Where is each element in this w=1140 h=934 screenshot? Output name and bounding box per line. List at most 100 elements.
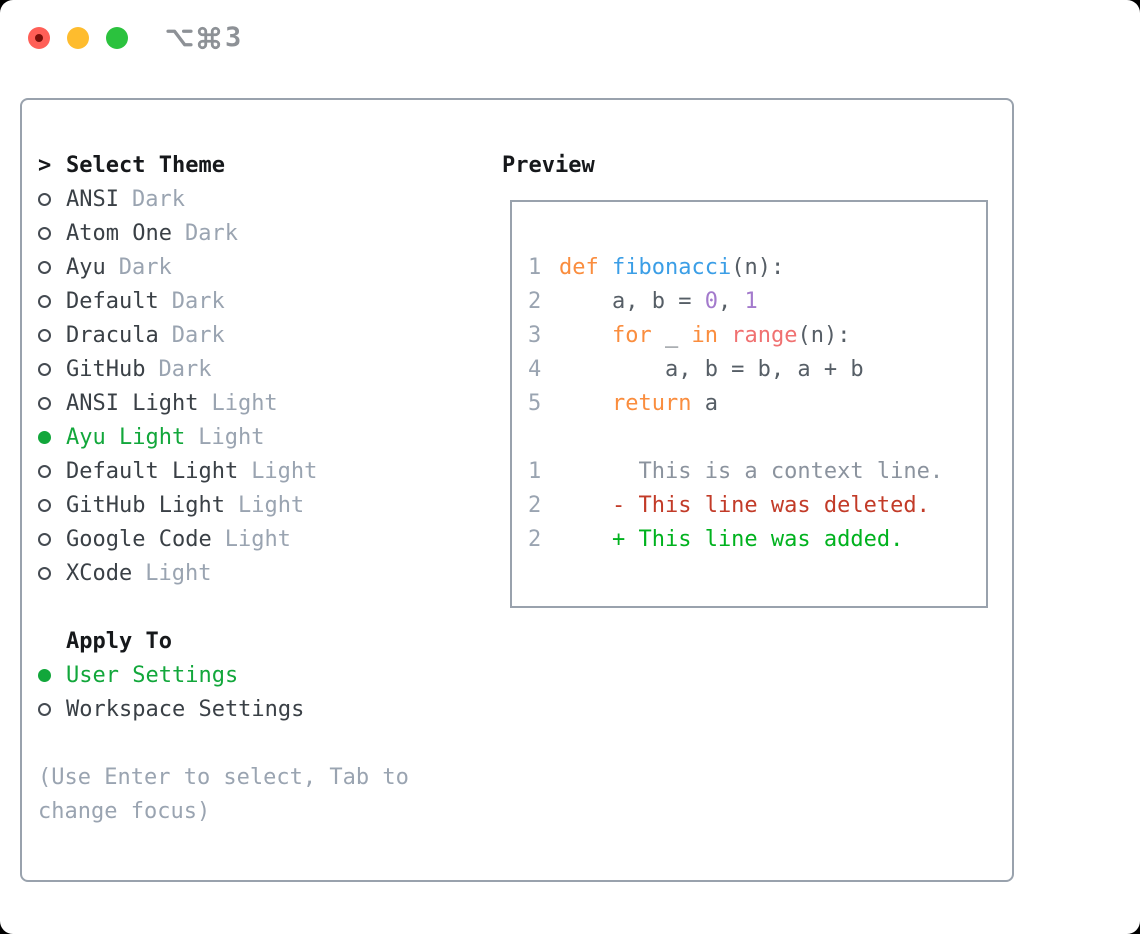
theme-option-default-light[interactable]: Default Light Light xyxy=(38,454,483,488)
theme-option-github-light[interactable]: GitHub Light Light xyxy=(38,488,483,522)
code-segment: a xyxy=(691,390,718,416)
radio-icon xyxy=(38,702,51,716)
theme-name: Google Code xyxy=(66,526,212,552)
radio-icon xyxy=(38,226,51,240)
theme-variant-badge: Light xyxy=(224,526,291,552)
theme-variant-badge: Dark xyxy=(158,356,212,382)
theme-name: ANSI xyxy=(66,186,119,212)
theme-option-default[interactable]: Default Dark xyxy=(38,284,483,318)
code-segment xyxy=(718,323,731,348)
code-segment: (n): xyxy=(797,322,851,348)
theme-name: Default Light xyxy=(66,458,239,484)
line-number: 2 xyxy=(528,526,542,552)
theme-name: Ayu xyxy=(66,254,106,280)
theme-option-atom-one[interactable]: Atom One Dark xyxy=(38,216,483,250)
line-number: 5 xyxy=(528,390,542,416)
apply-option-workspace-settings[interactable]: Workspace Settings xyxy=(38,692,483,726)
line-number: 2 xyxy=(528,288,542,314)
line-number: 3 xyxy=(528,322,542,348)
code-segment: - This line was deleted. xyxy=(559,492,930,518)
apply-to-header: Apply To xyxy=(38,624,483,658)
theme-variant-badge: Light xyxy=(145,560,212,586)
code-line: 2 a, b = 0, 1 xyxy=(528,284,986,318)
apply-option-user-settings[interactable]: User Settings xyxy=(38,658,483,692)
code-segment: _ xyxy=(651,322,692,348)
code-segment: range xyxy=(731,322,798,348)
select-theme-title: Select Theme xyxy=(66,152,225,178)
code-line: 3 for _ in range(n): xyxy=(528,318,986,352)
window-shortcut-label: 3 xyxy=(166,23,241,53)
code-segment: (n): xyxy=(731,254,785,280)
code-segment: a, b = b, a + b xyxy=(559,356,864,382)
code-segment: This is a context line. xyxy=(559,458,944,484)
theme-name: Default xyxy=(66,288,159,314)
theme-variant-badge: Light xyxy=(237,492,305,518)
theme-variant-badge: Light xyxy=(251,458,318,484)
hint-text-line-2: change focus) xyxy=(38,798,211,824)
radio-selected-icon xyxy=(38,430,51,444)
code-line: 1 This is a context line. xyxy=(528,454,986,488)
apply-to-title: Apply To xyxy=(66,628,172,654)
code-segment: 0 xyxy=(704,288,718,314)
line-number: 4 xyxy=(528,356,542,382)
code-line xyxy=(528,420,986,454)
code-segment: 1 xyxy=(744,288,758,314)
apply-option-label: Workspace Settings xyxy=(66,696,305,722)
code-line: 4 a, b = b, a + b xyxy=(528,352,986,386)
radio-icon xyxy=(38,498,51,512)
radio-icon xyxy=(38,464,51,478)
theme-variant-badge: Dark xyxy=(171,288,225,314)
radio-icon xyxy=(38,396,51,410)
code-line: 2 - This line was deleted. xyxy=(528,488,986,522)
code-segment: , xyxy=(717,288,745,314)
theme-variant-badge: Dark xyxy=(118,254,172,280)
line-number: 1 xyxy=(528,254,542,280)
theme-name: GitHub Light xyxy=(66,492,225,518)
command-key-icon xyxy=(197,26,221,50)
theme-variant-badge: Dark xyxy=(184,220,238,246)
prompt-caret: > xyxy=(38,152,52,178)
shortcut-number: 3 xyxy=(225,22,242,53)
theme-name: GitHub xyxy=(66,356,146,382)
radio-icon xyxy=(38,294,51,308)
traffic-light-minimize-button[interactable] xyxy=(67,27,89,49)
radio-selected-icon xyxy=(38,668,51,682)
theme-option-ansi-light[interactable]: ANSI Light Light xyxy=(38,386,483,420)
radio-icon xyxy=(38,260,51,274)
theme-option-ayu[interactable]: Ayu Dark xyxy=(38,250,483,284)
traffic-light-zoom-button[interactable] xyxy=(106,27,128,49)
theme-name: Atom One xyxy=(66,220,172,246)
select-theme-header: > Select Theme xyxy=(38,148,483,182)
code-segment: in xyxy=(691,322,718,348)
hint-text-line-1: (Use Enter to select, Tab to xyxy=(38,764,409,790)
theme-name: Ayu Light xyxy=(66,424,186,450)
code-segment: a, b = xyxy=(559,288,705,314)
code-segment xyxy=(559,323,612,348)
code-segment: + This line was added. xyxy=(559,526,904,552)
code-segment: for xyxy=(611,322,652,348)
theme-name: Dracula xyxy=(66,322,159,348)
code-line: 5 return a xyxy=(528,386,986,420)
code-segment: return xyxy=(611,390,692,416)
radio-icon xyxy=(38,328,51,342)
traffic-light-close-button[interactable] xyxy=(28,27,50,49)
theme-variant-badge: Light xyxy=(211,390,278,416)
code-line: 2 + This line was added. xyxy=(528,522,986,556)
line-number: 1 xyxy=(528,458,542,484)
theme-name: ANSI Light xyxy=(66,390,199,416)
theme-option-google-code[interactable]: Google Code Light xyxy=(38,522,483,556)
apply-option-label: User Settings xyxy=(66,662,239,688)
radio-icon xyxy=(38,566,51,580)
theme-option-github[interactable]: GitHub Dark xyxy=(38,352,483,386)
code-segment: fibonacci xyxy=(611,254,732,280)
